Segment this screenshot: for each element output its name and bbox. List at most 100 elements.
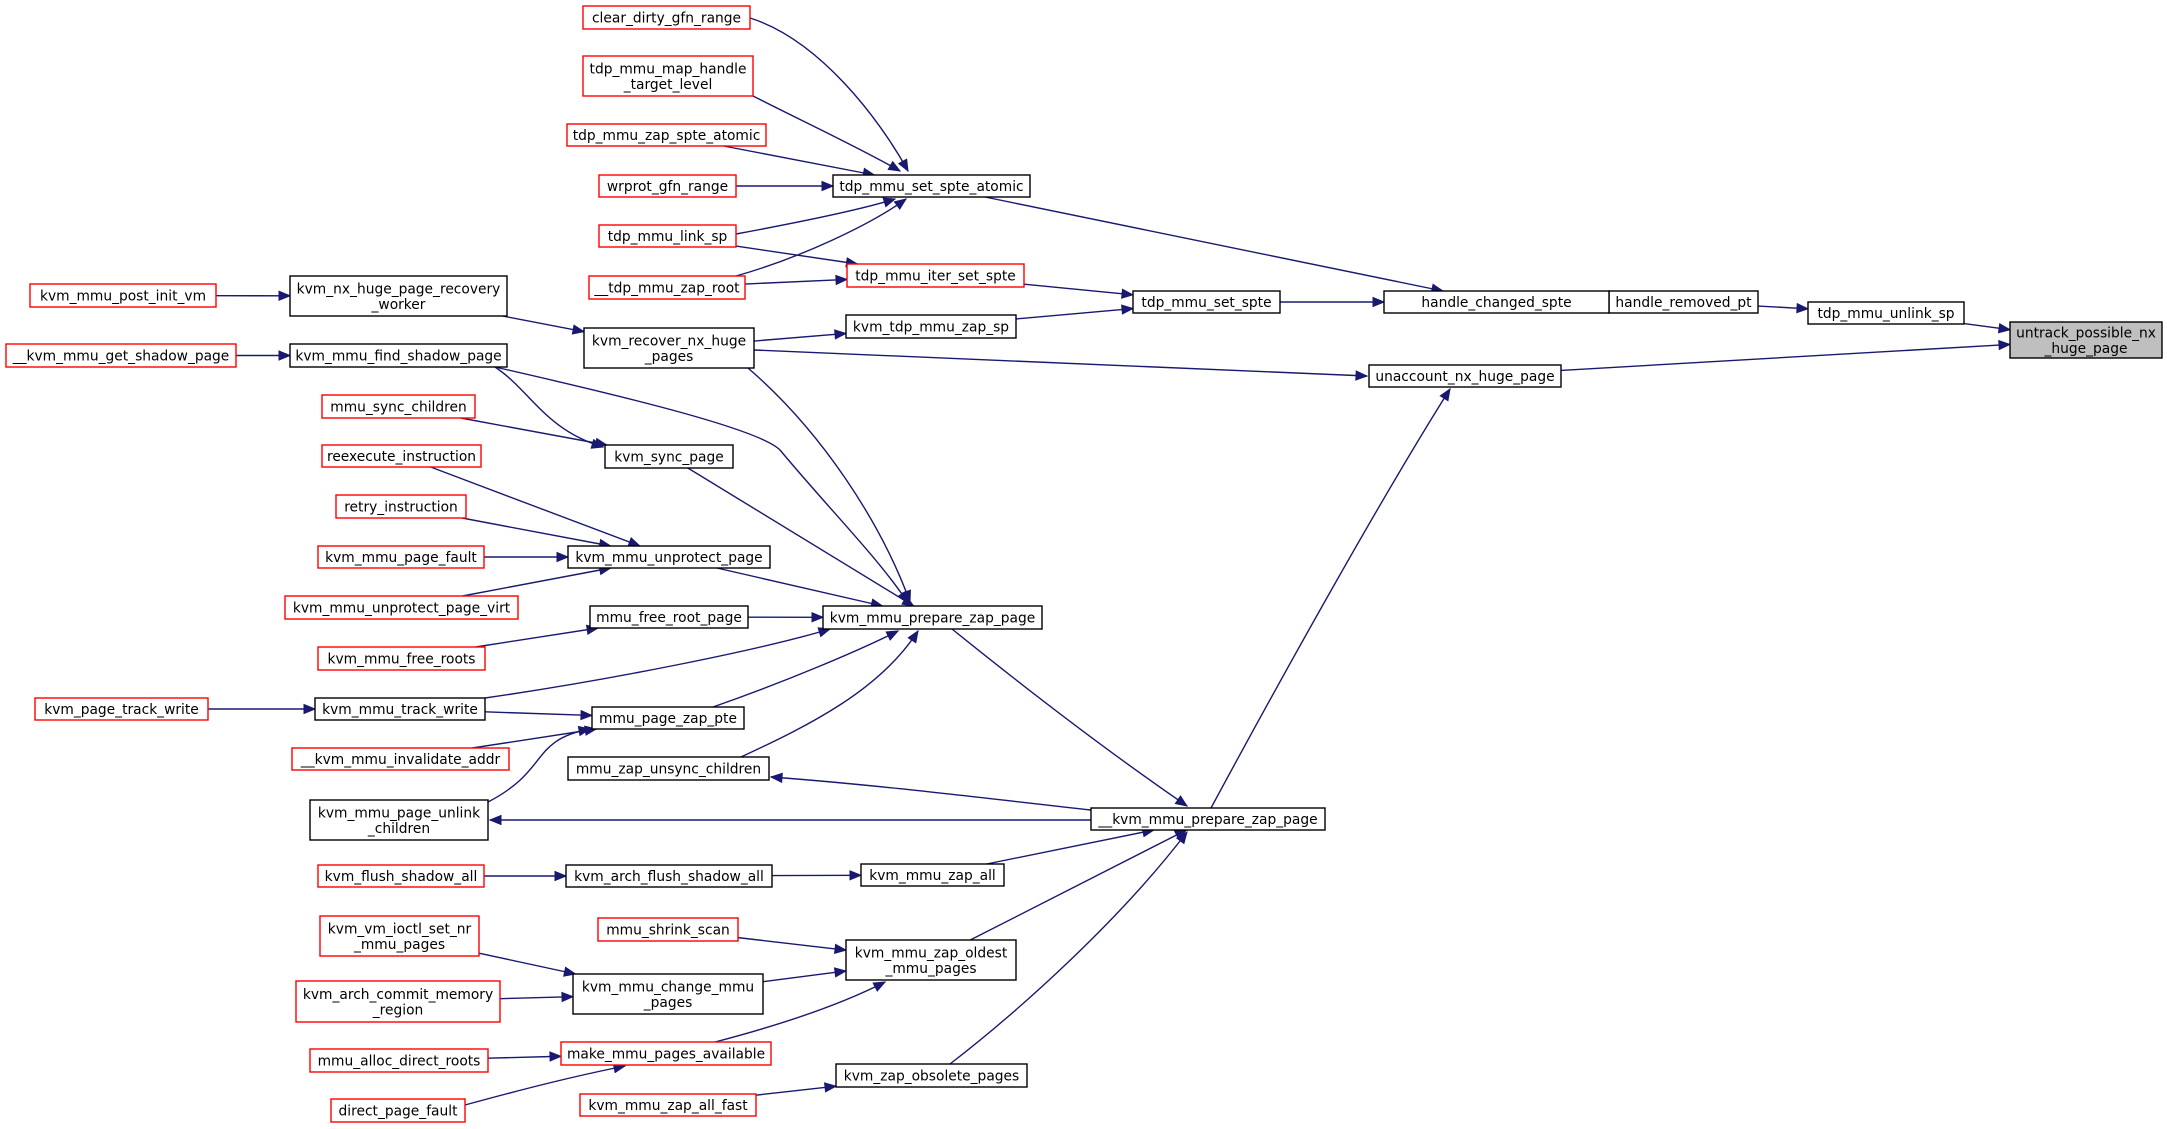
node-kvm-sync-page[interactable]: kvm_sync_page (604, 444, 734, 469)
node-kvm-mmu-track-write[interactable]: kvm_mmu_track_write (314, 697, 486, 721)
node-kvm-mmu-page-fault[interactable]: kvm_mmu_page_fault (317, 545, 485, 569)
edge-kvm_mmu_zap_all_fast-to-kvm_zap_obsolete_pages (755, 1082, 838, 1096)
node-kvm-tdp-mmu-zap-sp[interactable]: kvm_tdp_mmu_zap_sp (845, 314, 1017, 339)
arrowhead (1121, 304, 1135, 315)
node-direct-page-fault[interactable]: direct_page_fault (330, 1098, 466, 1123)
arrowhead (897, 158, 909, 173)
node-retry-instruction[interactable]: retry_instruction (335, 494, 467, 519)
node-handle-removed-pt[interactable]: handle_removed_pt (1608, 290, 1759, 314)
arrowhead (488, 814, 502, 826)
node-box (1090, 807, 1326, 831)
node-box (860, 863, 1005, 887)
edge-kvm_arch_flush_shadow_all-to-kvm_mmu_zap_all (771, 870, 863, 881)
arrowhead (561, 991, 575, 1003)
edge-line (484, 628, 831, 699)
edge-tdp_mmu_link_sp-to-tdp_mmu_set_spte_atomic (735, 197, 897, 235)
edge-line (487, 728, 591, 803)
node-kvm-mmu-get-shadow-page[interactable]: __kvm_mmu_get_shadow_page (5, 343, 237, 368)
node-box (1807, 301, 1965, 325)
node-kvm-mmu-prepare-zap-page[interactable]: __kvm_mmu_prepare_zap_page (1090, 807, 1326, 831)
edge-line (461, 517, 611, 547)
edge-__kvm_mmu_invalidate_addr-to-mmu_page_zap_pte (472, 725, 598, 749)
node-kvm-mmu-find-shadow-page[interactable]: kvm_mmu_find_shadow_page (289, 343, 508, 368)
node-kvm-arch-commit-memory-region[interactable]: kvm_arch_commit_memory_region (295, 980, 501, 1023)
node-untrack-possible-nx-huge-page: untrack_possible_nx_huge_page (2009, 321, 2163, 359)
node-box (582, 55, 754, 97)
node-kvm-mmu-invalidate-addr[interactable]: __kvm_mmu_invalidate_addr (291, 747, 510, 771)
node-mmu-free-root-page[interactable]: mmu_free_root_page (589, 605, 749, 629)
node-wrprot-gfn-range[interactable]: wrprot_gfn_range (598, 174, 737, 198)
edge-reexecute_instruction-to-kvm_mmu_unprotect_page (430, 466, 642, 547)
edge-line (487, 1055, 562, 1059)
edge-mmu_sync_children-to-kvm_sync_page (460, 417, 609, 449)
node-mmu-zap-unsync-children[interactable]: mmu_zap_unsync_children (567, 756, 770, 781)
edge-line (502, 315, 585, 333)
arrowhead (556, 551, 570, 563)
edge-kvm_mmu_change_mmu_pages-to-kvm_mmu_zap_oldest_mmu_pages (762, 967, 848, 983)
node-kvm-mmu-page-unlink-children[interactable]: kvm_mmu_page_unlink_children (309, 799, 489, 841)
edge-line (744, 278, 848, 285)
edge-kvm_mmu_track_write-to-mmu_page_zap_pte (484, 709, 594, 721)
node-kvm-mmu-prepare-zap-page[interactable]: kvm_mmu_prepare_zap_page (822, 605, 1043, 630)
arrowhead (594, 437, 609, 449)
node-label: mmu_page_zap_pte (599, 711, 737, 727)
node-make-mmu-pages-available[interactable]: make_mmu_pages_available (560, 1041, 772, 1066)
node-kvm-vm-ioctl-set-nr-mmu-pages[interactable]: kvm_vm_ioctl_set_nr_mmu_pages (319, 915, 480, 957)
node-box (335, 494, 467, 519)
node-kvm-mmu-unprotect-page[interactable]: kvm_mmu_unprotect_page (567, 545, 771, 569)
node-label: kvm_mmu_change_mmu (582, 979, 754, 995)
node-tdp-mmu-unlink-sp[interactable]: tdp_mmu_unlink_sp (1807, 301, 1965, 325)
node-label: _pages (643, 995, 693, 1011)
node-handle-changed-spte[interactable]: handle_changed_spte (1383, 290, 1610, 314)
node-tdp-mmu-zap-spte-atomic[interactable]: tdp_mmu_zap_spte_atomic (566, 123, 767, 147)
node-kvm-mmu-unprotect-page-virt[interactable]: kvm_mmu_unprotect_page_virt (284, 595, 519, 620)
node-box (309, 799, 489, 841)
node-box (591, 706, 745, 730)
node-mmu-sync-children[interactable]: mmu_sync_children (321, 394, 476, 419)
node-label: kvm_mmu_unprotect_page_virt (293, 601, 511, 617)
node-reexecute-instruction[interactable]: reexecute_instruction (321, 444, 482, 468)
node-box (567, 545, 771, 569)
node-mmu-alloc-direct-roots[interactable]: mmu_alloc_direct_roots (309, 1048, 489, 1073)
edge-kvm_mmu_post_init_vm-to-kvm_nx_huge_page_recovery_worker (215, 290, 292, 302)
node-label: wrprot_gfn_range (607, 179, 728, 195)
node-tdp-mmu-zap-root[interactable]: __tdp_mmu_zap_root (588, 275, 746, 300)
node-kvm-mmu-zap-oldest-mmu-pages[interactable]: kvm_mmu_zap_oldest_mmu_pages (845, 939, 1017, 981)
edge-kvm_mmu_page_unlink_children-to-mmu_page_zap_pte (487, 725, 592, 803)
arrowhead (833, 943, 848, 955)
node-kvm-mmu-change-mmu-pages[interactable]: kvm_mmu_change_mmu_pages (572, 973, 764, 1015)
node-label: tdp_mmu_set_spte_atomic (839, 179, 1023, 195)
node-kvm-nx-huge-page-recovery-worker[interactable]: kvm_nx_huge_page_recovery_worker (289, 275, 508, 317)
edge-line (714, 981, 886, 1043)
node-kvm-flush-shadow-all[interactable]: kvm_flush_shadow_all (317, 864, 485, 888)
edge-line (1015, 307, 1134, 320)
node-tdp-mmu-link-sp[interactable]: tdp_mmu_link_sp (598, 224, 737, 248)
node-kvm-zap-obsolete-pages[interactable]: kvm_zap_obsolete_pages (835, 1063, 1028, 1088)
node-tdp-mmu-map-handle-target-level[interactable]: tdp_mmu_map_handle_target_level (582, 55, 754, 97)
node-unaccount-nx-huge-page[interactable]: unaccount_nx_huge_page (1368, 364, 1562, 388)
node-box (317, 864, 485, 888)
node-mmu-shrink-scan[interactable]: mmu_shrink_scan (597, 917, 739, 942)
node-kvm-recover-nx-huge-pages[interactable]: kvm_recover_nx_huge_pages (583, 327, 755, 369)
node-kvm-mmu-free-roots[interactable]: kvm_mmu_free_roots (317, 646, 486, 671)
node-kvm-mmu-post-init-vm[interactable]: kvm_mmu_post_init_vm (29, 283, 217, 308)
node-box (321, 394, 476, 419)
node-kvm-mmu-zap-all[interactable]: kvm_mmu_zap_all (860, 863, 1005, 887)
node-tdp-mmu-set-spte[interactable]: tdp_mmu_set_spte (1132, 290, 1281, 314)
edge-line (460, 417, 607, 446)
edge-__tdp_mmu_zap_root-to-tdp_mmu_iter_set_spte (744, 274, 849, 286)
node-tdp-mmu-set-spte-atomic[interactable]: tdp_mmu_set_spte_atomic (832, 174, 1031, 198)
node-tdp-mmu-iter-set-spte[interactable]: tdp_mmu_iter_set_spte (846, 263, 1025, 288)
node-box (589, 605, 749, 629)
edge-line (1023, 283, 1134, 296)
node-mmu-page-zap-pte[interactable]: mmu_page_zap_pte (591, 706, 745, 730)
edge-clear_dirty_gfn_range-to-tdp_mmu_set_spte_atomic (749, 17, 909, 173)
node-box (321, 444, 482, 468)
node-label: unaccount_nx_huge_page (1375, 369, 1554, 385)
node-kvm-page-track-write[interactable]: kvm_page_track_write (34, 697, 209, 721)
arrowhead (278, 290, 292, 302)
node-kvm-mmu-zap-all-fast[interactable]: kvm_mmu_zap_all_fast (579, 1093, 757, 1117)
edge-kvm_nx_huge_page_recovery_worker-to-kvm_recover_nx_huge_pages (502, 315, 586, 335)
node-clear-dirty-gfn-range[interactable]: clear_dirty_gfn_range (582, 5, 751, 30)
node-kvm-arch-flush-shadow-all[interactable]: kvm_arch_flush_shadow_all (565, 864, 773, 888)
